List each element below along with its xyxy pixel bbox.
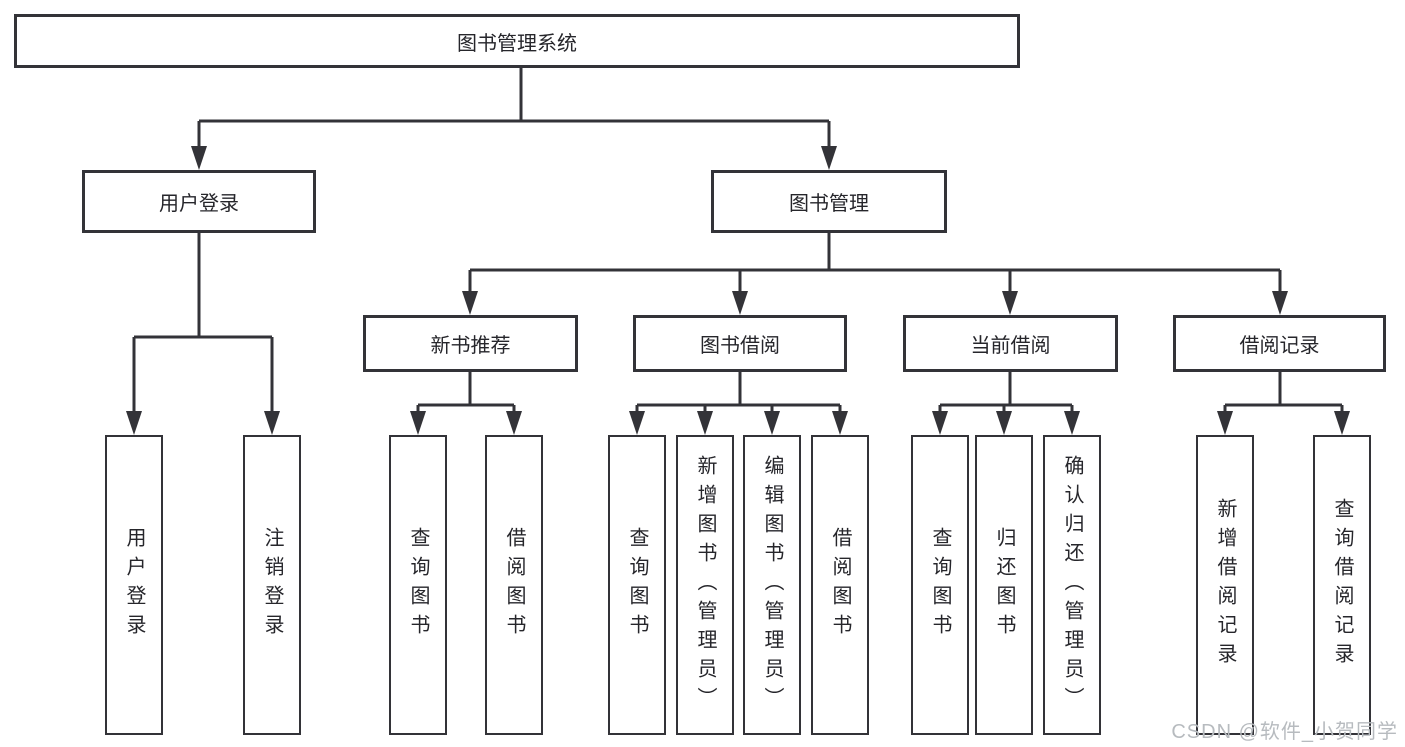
leaf-logout: 注销登录 (243, 435, 301, 735)
leaf-borrow-books: 借阅图书 (811, 435, 869, 735)
leaf-query-borrow-record: 查询借阅记录 (1313, 435, 1371, 735)
leaf-recommend-borrow-books-label: 借阅图书 (503, 527, 525, 643)
node-book-management-label: 图书管理 (789, 193, 869, 215)
leaf-edit-book-admin: 编辑图书（管理员） (743, 435, 801, 735)
leaf-borrow-query-books-label: 查询图书 (626, 527, 648, 643)
leaf-add-book-admin: 新增图书（管理员） (676, 435, 734, 735)
node-borrow-records: 借阅记录 (1173, 315, 1386, 372)
node-current-borrow: 当前借阅 (903, 315, 1118, 372)
leaf-add-borrow-record: 新增借阅记录 (1196, 435, 1254, 735)
node-book-borrow-label: 图书借阅 (700, 335, 780, 357)
node-root-label: 图书管理系统 (457, 32, 577, 55)
leaf-return-book: 归还图书 (975, 435, 1033, 735)
leaf-recommend-borrow-books: 借阅图书 (485, 435, 543, 735)
leaf-logout-label: 注销登录 (261, 527, 283, 643)
leaf-confirm-return-admin-label: 确认归还（管理员） (1061, 454, 1083, 716)
node-book-management: 图书管理 (711, 170, 947, 233)
node-user-login: 用户登录 (82, 170, 316, 233)
leaf-borrow-query-books: 查询图书 (608, 435, 666, 735)
leaf-return-book-label: 归还图书 (993, 527, 1015, 643)
leaf-recommend-query-books: 查询图书 (389, 435, 447, 735)
leaf-current-query-books: 查询图书 (911, 435, 969, 735)
leaf-current-query-books-label: 查询图书 (929, 527, 951, 643)
leaf-query-borrow-record-label: 查询借阅记录 (1331, 498, 1353, 672)
node-borrow-records-label: 借阅记录 (1239, 335, 1320, 357)
leaf-confirm-return-admin: 确认归还（管理员） (1043, 435, 1101, 735)
leaf-user-login-label: 用户登录 (123, 527, 145, 643)
leaf-edit-book-admin-label: 编辑图书（管理员） (761, 454, 783, 716)
leaf-add-book-admin-label: 新增图书（管理员） (694, 454, 716, 716)
node-book-borrow: 图书借阅 (633, 315, 847, 372)
node-current-borrow-label: 当前借阅 (970, 335, 1051, 357)
leaf-recommend-query-books-label: 查询图书 (407, 527, 429, 643)
leaf-user-login: 用户登录 (105, 435, 163, 735)
csdn-watermark: CSDN @软件_小贺同学 (1171, 721, 1398, 743)
node-new-book-recommend: 新书推荐 (363, 315, 578, 372)
node-root: 图书管理系统 (14, 14, 1020, 68)
node-user-login-label: 用户登录 (159, 193, 239, 215)
leaf-borrow-books-label: 借阅图书 (829, 527, 851, 643)
leaf-add-borrow-record-label: 新增借阅记录 (1214, 498, 1236, 672)
node-new-book-recommend-label: 新书推荐 (430, 335, 511, 357)
